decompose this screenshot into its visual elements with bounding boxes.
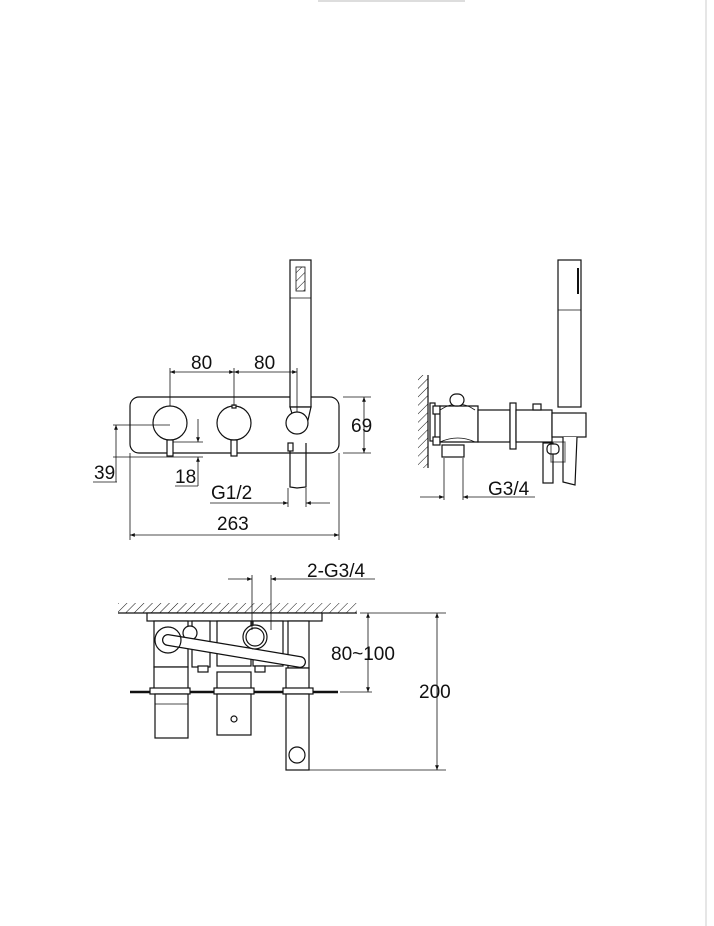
mounting-clip bbox=[432, 405, 441, 415]
knob-2-stem bbox=[230, 439, 238, 457]
outlet-connector bbox=[546, 443, 560, 455]
valve-body bbox=[439, 405, 479, 443]
lever-handle-fill bbox=[163, 635, 305, 667]
dim-263: 263 bbox=[217, 514, 249, 535]
front-view: 80 80 69 39 18 G1/2 263 bbox=[93, 259, 372, 540]
dim-g1-2: G1/2 bbox=[211, 483, 252, 504]
wall-hatch bbox=[418, 375, 428, 468]
dim-2-g3-4: 2-G3/4 bbox=[307, 561, 366, 582]
mounting-clip bbox=[432, 436, 441, 446]
nut bbox=[254, 665, 266, 673]
shower-head-nozzles bbox=[295, 266, 306, 292]
nut bbox=[197, 665, 209, 673]
dim-80-left: 80 bbox=[191, 353, 212, 374]
rosette bbox=[213, 687, 255, 695]
lever-pivot bbox=[154, 626, 182, 654]
rosette bbox=[149, 687, 191, 695]
knob-1-stem bbox=[166, 439, 174, 457]
side-hand-shower bbox=[557, 259, 582, 408]
knob-body-2 bbox=[216, 693, 252, 736]
hose-connector bbox=[287, 442, 294, 452]
spout-outlet bbox=[288, 746, 306, 764]
outer-housing bbox=[515, 409, 553, 443]
top-view: 2-G3/4 80~100 200 bbox=[118, 561, 451, 771]
dim-g3-4: G3/4 bbox=[488, 479, 530, 500]
mounting-plate-top bbox=[146, 612, 323, 622]
side-view: G3/4 bbox=[418, 259, 587, 500]
knob-1 bbox=[152, 405, 188, 441]
wall-flange bbox=[509, 402, 517, 450]
side-shower-hose bbox=[562, 436, 578, 486]
knob-2 bbox=[216, 405, 252, 441]
dim-200: 200 bbox=[419, 682, 451, 703]
knob-body-1 bbox=[154, 693, 189, 739]
valve-body-contour bbox=[439, 437, 476, 443]
outlet-pipe bbox=[542, 442, 554, 484]
knob-indicator bbox=[230, 715, 238, 723]
dim-80-right: 80 bbox=[254, 353, 275, 374]
valve-sleeve bbox=[477, 409, 511, 443]
inlet-fitting bbox=[441, 444, 465, 458]
dim-69: 69 bbox=[351, 416, 372, 437]
shower-holder bbox=[285, 411, 309, 435]
side-holder bbox=[551, 412, 587, 438]
valve-top-cap bbox=[449, 393, 465, 407]
wall-hatch-top bbox=[118, 603, 357, 613]
dim-80-100: 80~100 bbox=[331, 644, 395, 665]
shower-hose bbox=[289, 443, 307, 489]
rosette bbox=[282, 687, 314, 695]
housing-cap bbox=[532, 403, 542, 411]
inlet-connector-inner bbox=[245, 627, 265, 647]
dim-39: 39 bbox=[94, 463, 115, 484]
hose-bracket bbox=[550, 441, 566, 463]
dim-18: 18 bbox=[175, 467, 196, 488]
